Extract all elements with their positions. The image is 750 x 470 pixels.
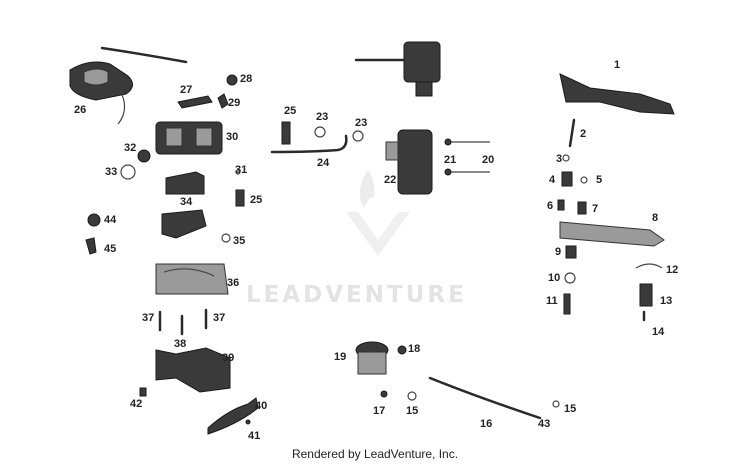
brake-hose-24 [270, 134, 348, 154]
part-13 [639, 283, 653, 307]
callout-2: 2 [580, 128, 587, 140]
bolt-25-center [281, 121, 291, 145]
part-32 [137, 149, 151, 163]
washer-23-right [352, 130, 364, 142]
master-cylinder-22 [385, 129, 433, 195]
callout-45: 45 [104, 243, 117, 255]
part-29 [217, 93, 229, 109]
callout-32: 32 [124, 142, 137, 154]
callout-8: 8 [652, 212, 659, 224]
callout-36: 36 [227, 277, 240, 289]
callout-20: 20 [482, 154, 495, 166]
cap-18 [397, 345, 407, 355]
part-44 [87, 213, 101, 227]
callout-14: 14 [652, 326, 665, 338]
callout-13: 13 [660, 295, 673, 307]
callout-29: 29 [228, 97, 241, 109]
callout-41: 41 [248, 430, 261, 442]
reservoir-19 [355, 341, 389, 375]
part-6 [557, 199, 565, 211]
callout-6: 6 [547, 200, 554, 212]
hose-16 [428, 376, 542, 420]
callout-9: 9 [555, 246, 562, 258]
bolt-25-left [235, 189, 245, 207]
clamp-17 [380, 390, 388, 398]
callout-11: 11 [546, 295, 558, 307]
callout-44: 44 [104, 214, 117, 226]
caliper-36 [155, 263, 229, 295]
callout-30: 30 [226, 131, 239, 143]
callout-19: 19 [334, 351, 347, 363]
part-4 [561, 171, 573, 187]
callout-42: 42 [130, 398, 143, 410]
part-40 [207, 397, 259, 435]
front-brake-lever-assembly [69, 46, 188, 125]
callout-40: 40 [255, 400, 268, 412]
part-9 [565, 245, 577, 259]
callout-7: 7 [592, 203, 599, 215]
brake-pedal-1 [559, 73, 675, 115]
part-27 [177, 95, 213, 109]
callout-12: 12 [666, 264, 679, 276]
callout-43: 43 [538, 418, 551, 430]
nut-21-bottom [444, 168, 452, 176]
callout-18: 18 [408, 343, 421, 355]
part-5 [580, 176, 588, 184]
callout-16: 16 [480, 418, 493, 430]
callout-24: 24 [317, 157, 330, 169]
part-2 [568, 118, 576, 148]
clamp-15-left [407, 391, 417, 401]
callout-1: 1 [614, 59, 621, 71]
callout-23-left: 23 [316, 111, 329, 123]
callout-27: 27 [180, 84, 193, 96]
callout-38: 38 [174, 338, 187, 350]
caliper-body-30 [155, 121, 223, 155]
callout-10: 10 [548, 272, 561, 284]
part-41 [245, 419, 251, 425]
part-12 [635, 263, 663, 269]
callout-15-left: 15 [406, 405, 419, 417]
callout-17: 17 [373, 405, 386, 417]
part-3 [562, 154, 570, 162]
callout-31: 31 [235, 164, 248, 176]
bracket-39 [155, 347, 231, 393]
part-7 [577, 201, 587, 215]
part-11 [563, 293, 571, 315]
washer-23-left [314, 126, 326, 138]
footer-credit: Rendered by LeadVenture, Inc. [291, 447, 459, 461]
callout-3: 3 [556, 153, 563, 165]
callout-15-right: 15 [564, 403, 577, 415]
oring-33 [120, 164, 136, 180]
callout-26: 26 [74, 104, 87, 116]
watermark-logo [346, 170, 410, 256]
callout-21: 21 [444, 154, 457, 166]
callout-34: 34 [180, 196, 193, 208]
callout-35: 35 [233, 235, 246, 247]
rear-master-cylinder [354, 41, 441, 97]
callout-25-left: 25 [250, 194, 263, 206]
callout-37-right: 37 [213, 312, 226, 324]
brake-pads-34 [161, 171, 207, 239]
part-45 [85, 237, 97, 255]
callout-4: 4 [549, 174, 556, 186]
callout-39: 39 [222, 352, 235, 364]
screw-42 [139, 387, 147, 397]
callout-23-right: 23 [355, 117, 368, 129]
part-31 [235, 169, 241, 175]
watermark-text: LEADVENTURE [246, 282, 467, 308]
callout-22: 22 [384, 174, 397, 186]
callout-37-left: 37 [142, 312, 155, 324]
part-8 [559, 221, 665, 247]
washer-35 [221, 233, 231, 243]
nut-21-top [444, 138, 452, 146]
callout-33: 33 [105, 166, 118, 178]
callout-28: 28 [240, 73, 253, 85]
callout-25-center: 25 [284, 105, 297, 117]
clamp-15-right [552, 400, 560, 408]
callout-5: 5 [596, 174, 603, 186]
part-28 [226, 74, 238, 86]
part-10 [564, 272, 576, 284]
